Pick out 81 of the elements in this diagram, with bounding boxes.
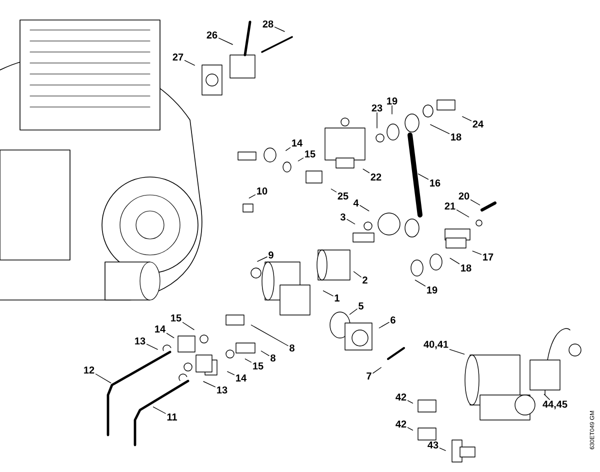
leader-line: [250, 324, 288, 346]
leader-line: [330, 188, 337, 192]
leader-line: [544, 394, 550, 400]
callout-number: 12: [84, 366, 94, 374]
callout-number: 13: [135, 337, 146, 345]
leader-line: [286, 147, 291, 151]
callout-number: 14: [292, 140, 302, 146]
leader-line: [376, 112, 378, 128]
callout-number: 16: [430, 179, 440, 187]
callout-number: 19: [387, 97, 398, 105]
callout-number: 10: [257, 187, 268, 195]
leader-line: [146, 344, 158, 350]
callout-number: 19: [427, 286, 438, 294]
callout-number: 1: [334, 294, 340, 302]
callout-number: 44,45: [542, 400, 568, 410]
callout-number: 14: [155, 326, 166, 332]
callout-number: 11: [167, 414, 177, 420]
callout-number: 13: [217, 386, 228, 394]
leader-line: [152, 406, 166, 414]
leader-line: [372, 367, 382, 374]
leader-line: [244, 358, 252, 363]
callout-number: 23: [372, 104, 382, 112]
leader-line: [274, 26, 285, 32]
callout-number: 43: [428, 441, 438, 449]
callout-number: 28: [262, 20, 274, 28]
leader-line: [346, 219, 356, 224]
callout-number: 2: [362, 276, 368, 284]
leader-line: [456, 210, 470, 218]
leader-line: [95, 374, 112, 384]
callout-number: 26: [206, 31, 218, 39]
leader-line: [414, 280, 426, 286]
leader-line: [360, 205, 370, 212]
callout-number: 7: [366, 372, 372, 380]
callout-number: 14: [236, 374, 246, 382]
leader-line: [227, 371, 235, 376]
leader-line: [470, 200, 480, 206]
leader-line: [166, 332, 174, 338]
callout-number: 5: [358, 302, 364, 310]
leader-line: [182, 322, 194, 330]
callout-number: 8: [290, 344, 294, 352]
leader-line: [407, 400, 414, 404]
leader-line: [298, 158, 304, 162]
leader-line: [218, 38, 233, 45]
callout-number: 15: [253, 362, 264, 370]
leader-line: [450, 258, 460, 264]
callout-number: 25: [338, 192, 348, 200]
leader-line: [203, 381, 216, 388]
leader-line: [322, 290, 334, 296]
callout-number: 6: [390, 316, 396, 324]
callout-number: 18: [461, 264, 472, 272]
leader-line: [418, 174, 429, 180]
callout-number: 3: [340, 213, 346, 221]
leader-line: [449, 349, 465, 355]
callout-number: 40,41: [424, 340, 448, 350]
callout-number: 9: [268, 251, 274, 259]
leader-line: [353, 271, 362, 278]
leader-line: [248, 194, 256, 198]
leader-line: [349, 308, 358, 315]
callout-number: 21: [444, 202, 456, 210]
leader-line: [407, 427, 414, 431]
leader-line: [378, 322, 390, 328]
leader-line: [260, 350, 270, 356]
callout-number: 17: [483, 254, 494, 260]
callout-number: 8: [270, 354, 276, 362]
callout-number: 22: [370, 174, 382, 180]
callout-number: 27: [172, 54, 184, 60]
callout-number: 15: [171, 314, 182, 322]
leader-line: [462, 116, 472, 122]
callout-number: 20: [458, 192, 470, 200]
callout-number: 24: [472, 120, 484, 128]
callout-number: 4: [353, 200, 359, 206]
callout-number: 42: [396, 394, 406, 400]
callout-number: 42: [396, 420, 406, 428]
leader-line: [362, 168, 370, 174]
leader-line: [257, 256, 268, 262]
callout-number: 18: [451, 133, 462, 141]
leader-line: [472, 250, 482, 255]
callout-number: 15: [305, 150, 316, 158]
leader-line: [184, 60, 195, 66]
leader-line: [430, 124, 450, 134]
leader-line: [439, 448, 446, 451]
